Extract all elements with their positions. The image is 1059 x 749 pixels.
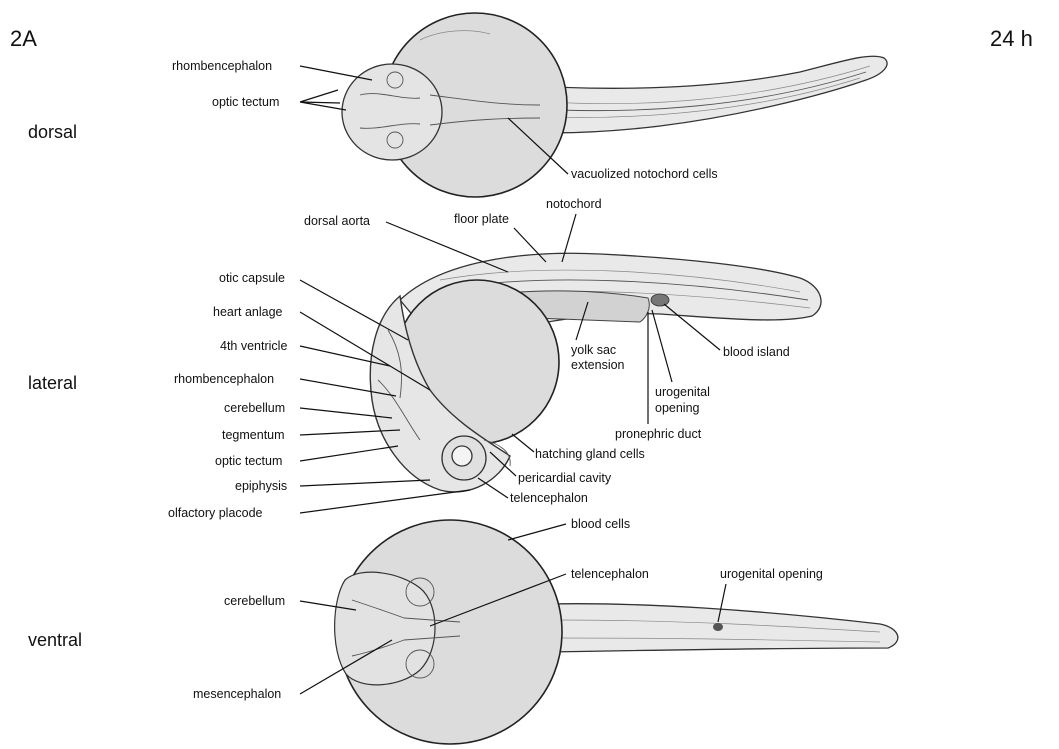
ventral-embryo-drawing bbox=[335, 520, 898, 744]
label-otic-capsule: otic capsule bbox=[219, 271, 285, 285]
view-label-ventral: ventral bbox=[28, 630, 82, 650]
label-olfactory-placode: olfactory placode bbox=[168, 506, 263, 520]
label-tegmentum: tegmentum bbox=[222, 428, 285, 442]
label-dorsal-optic-tectum: optic tectum bbox=[212, 95, 279, 109]
label-ventral-telencephalon: telencephalon bbox=[571, 567, 649, 581]
label-dorsal-rhombencephalon: rhombencephalon bbox=[172, 59, 272, 73]
label-yolk-sac-extension-line2: extension bbox=[571, 358, 625, 372]
label-fourth-ventricle: 4th ventricle bbox=[220, 339, 287, 353]
stage-label: 24 h bbox=[990, 26, 1033, 51]
label-heart-anlage: heart anlage bbox=[213, 305, 283, 319]
label-lateral-rhombencephalon: rhombencephalon bbox=[174, 372, 274, 386]
label-yolk-sac-extension-line1: yolk sac bbox=[571, 343, 616, 357]
label-vacuolized-notochord-cells: vacuolized notochord cells bbox=[571, 167, 718, 181]
label-notochord: notochord bbox=[546, 197, 602, 211]
label-floor-plate: floor plate bbox=[454, 212, 509, 226]
label-urogenital-opening-line2: opening bbox=[655, 401, 700, 415]
label-pronephric-duct: pronephric duct bbox=[615, 427, 702, 441]
label-blood-cells: blood cells bbox=[571, 517, 630, 531]
label-ventral-urogenital-opening: urogenital opening bbox=[720, 567, 823, 581]
label-lateral-optic-tectum: optic tectum bbox=[215, 454, 282, 468]
label-lateral-telencephalon: telencephalon bbox=[510, 491, 588, 505]
label-ventral-cerebellum: cerebellum bbox=[224, 594, 285, 608]
view-label-dorsal: dorsal bbox=[28, 122, 77, 142]
label-epiphysis: epiphysis bbox=[235, 479, 287, 493]
view-label-lateral: lateral bbox=[28, 373, 77, 393]
label-urogenital-opening-line1: urogenital bbox=[655, 385, 710, 399]
label-pericardial-cavity: pericardial cavity bbox=[518, 471, 612, 485]
label-lateral-cerebellum: cerebellum bbox=[224, 401, 285, 415]
label-hatching-gland-cells: hatching gland cells bbox=[535, 447, 645, 461]
panel-label: 2A bbox=[10, 26, 37, 51]
label-dorsal-aorta: dorsal aorta bbox=[304, 214, 370, 228]
label-mesencephalon: mesencephalon bbox=[193, 687, 281, 701]
label-blood-island: blood island bbox=[723, 345, 790, 359]
